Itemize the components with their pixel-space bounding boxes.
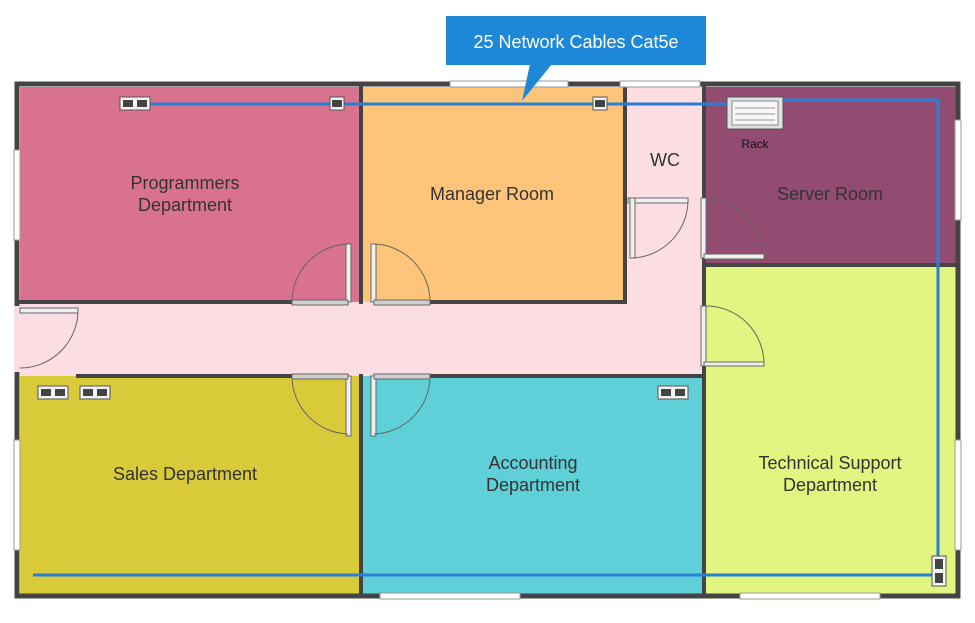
- window-top-right: [619, 80, 701, 88]
- window-left-1: [13, 149, 21, 241]
- door-server-swing: [705, 199, 765, 257]
- outlet-programmers-double: [119, 96, 151, 111]
- door-accounting-frame: [373, 373, 431, 380]
- server-rack: Rack: [726, 96, 784, 151]
- door-accounting-swing: [373, 375, 431, 435]
- corridor: [20, 302, 704, 376]
- door-sales-swing: [291, 375, 349, 435]
- label-manager: Manager Room: [430, 184, 554, 204]
- window-bottom-1: [379, 592, 521, 600]
- window-left-2: [13, 439, 21, 551]
- door-manager-frame: [373, 299, 431, 306]
- door-programmers-swing: [291, 243, 349, 303]
- door-wc-swing: [631, 199, 689, 259]
- room-tech-support: [704, 265, 956, 594]
- door-manager-leaf: [370, 243, 377, 303]
- doors: [19, 197, 765, 437]
- room-manager: [362, 87, 624, 302]
- door-accounting-leaf: [370, 375, 377, 437]
- outlet-sales-double-2: [79, 385, 111, 400]
- entrance-opening: [14, 306, 22, 372]
- door-entrance-leaf: [19, 307, 79, 314]
- windows: [13, 80, 962, 600]
- room-accounting: [362, 376, 704, 594]
- door-programmers-frame: [291, 299, 349, 306]
- label-tech-line2: Department: [783, 475, 877, 495]
- corridor-wc-link: [626, 265, 704, 305]
- outlet-accounting-double: [657, 385, 689, 400]
- door-programmers-leaf: [345, 243, 352, 303]
- outlet-tech-vertical: [931, 555, 947, 587]
- network-outlets: [37, 96, 947, 587]
- label-tech-line1: Technical Support: [758, 453, 901, 473]
- label-programmers-line2: Department: [138, 195, 232, 215]
- outlet-programmers-single: [329, 96, 345, 111]
- door-entrance-swing: [19, 309, 79, 369]
- label-server: Server Room: [777, 184, 883, 204]
- label-accounting-line1: Accounting: [488, 453, 577, 473]
- cable-callout: 25 Network Cables Cat5e: [446, 16, 706, 101]
- door-sales-leaf: [345, 375, 352, 437]
- door-sales-frame: [291, 373, 349, 380]
- window-top-wc: [449, 80, 569, 88]
- door-server-leaf: [700, 197, 707, 259]
- room-sales: [20, 376, 360, 594]
- door-tech-swing: [705, 305, 765, 365]
- label-sales: Sales Department: [113, 464, 257, 484]
- outlet-sales-double-1: [37, 385, 69, 400]
- door-server-sill: [703, 253, 765, 260]
- door-tech-sill: [703, 361, 765, 367]
- callout-pointer: [522, 64, 552, 101]
- callout-label: 25 Network Cables Cat5e: [473, 32, 678, 52]
- network-cables: [33, 98, 940, 577]
- window-bottom-2: [739, 592, 881, 600]
- label-wc: WC: [650, 150, 680, 170]
- callout-box: [446, 16, 706, 65]
- label-programmers-line1: Programmers: [130, 173, 239, 193]
- window-right-1: [954, 119, 962, 221]
- outlet-manager-single: [592, 96, 608, 111]
- door-wc-leaf: [627, 197, 689, 204]
- window-right-2: [954, 439, 962, 551]
- room-labels: Programmers Department Manager Room WC S…: [113, 150, 902, 495]
- cable-rack-to-wall: [783, 98, 940, 575]
- door-tech-leaf: [700, 305, 707, 367]
- room-programmers: [20, 87, 360, 302]
- rack-label: Rack: [741, 137, 769, 151]
- door-manager-swing: [373, 243, 431, 303]
- label-accounting-line2: Department: [486, 475, 580, 495]
- door-wc-post: [629, 197, 636, 259]
- rack-panel: [731, 100, 779, 126]
